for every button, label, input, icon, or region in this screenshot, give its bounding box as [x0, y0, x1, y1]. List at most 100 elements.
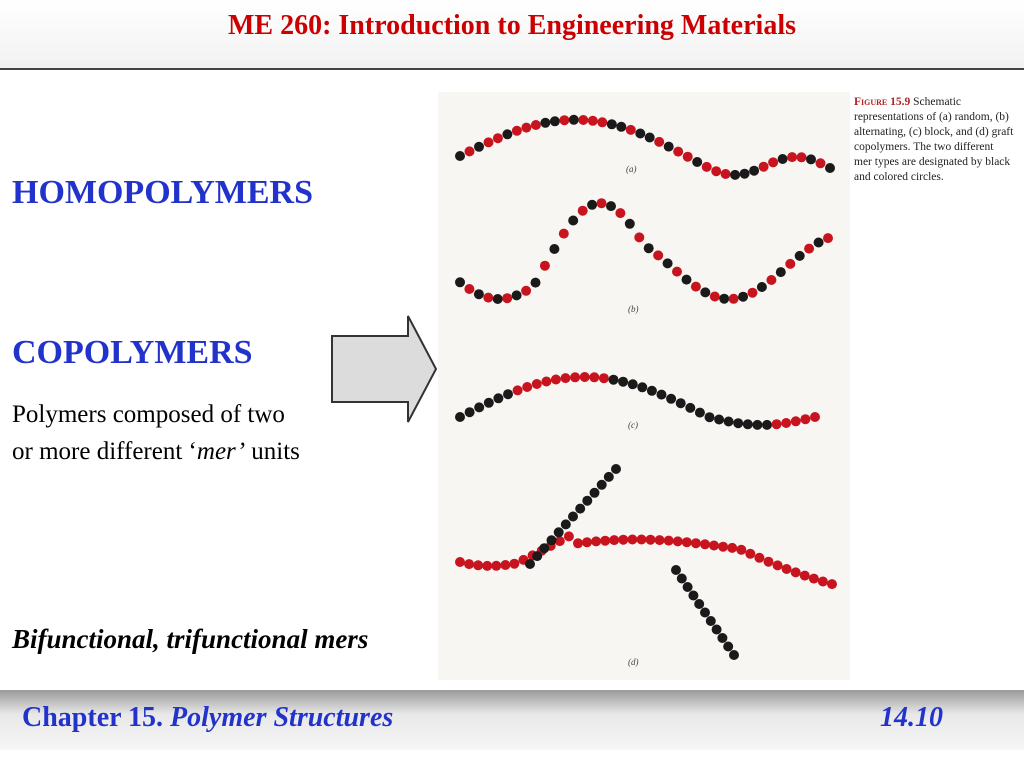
mer-bead	[749, 165, 760, 176]
footer-subject: Polymer Structures	[170, 702, 394, 733]
course-title: ME 260: Introduction to Engineering Mate…	[227, 10, 796, 41]
mer-bead	[730, 169, 741, 180]
mer-bead	[694, 407, 705, 418]
mer-bead	[739, 168, 750, 179]
mer-bead	[627, 379, 638, 390]
mer-bead	[727, 542, 738, 553]
mer-bead	[817, 576, 828, 587]
mer-bead	[493, 393, 504, 404]
mer-bead	[541, 376, 552, 387]
mer-bead	[711, 624, 722, 635]
mer-bead	[673, 146, 684, 157]
definition-line-2-pre: or more different ‘	[12, 438, 197, 465]
mer-bead	[482, 560, 493, 571]
mer-bead	[714, 414, 725, 425]
footer-chapter: Chapter 15. Polymer Structures	[22, 702, 393, 734]
mer-bead	[596, 198, 607, 209]
mer-bead	[512, 385, 523, 396]
mer-bead	[709, 540, 719, 551]
mer-bead	[587, 115, 598, 126]
mer-bead	[563, 531, 574, 542]
mer-bead	[502, 293, 513, 304]
mer-bead	[539, 260, 550, 271]
mer-bead	[591, 536, 602, 547]
mer-bead	[625, 124, 636, 135]
mer-bead	[464, 284, 475, 294]
mer-bead	[558, 228, 569, 239]
mer-bead	[690, 538, 701, 549]
mer-bead	[549, 244, 560, 254]
mer-bead	[575, 503, 586, 514]
mer-bead	[615, 208, 626, 219]
mer-bead	[521, 122, 532, 133]
mer-bead	[662, 258, 673, 269]
mer-bead	[483, 397, 494, 408]
mer-bead	[608, 374, 619, 385]
mer-bead	[672, 536, 683, 547]
mer-bead	[656, 389, 667, 400]
mer-bead	[522, 382, 533, 392]
mer-bead	[682, 151, 693, 162]
mer-bead	[560, 519, 571, 530]
homopolymers-heading: HOMOPOLYMERS	[12, 174, 313, 211]
mer-bead	[464, 559, 475, 570]
mer-bead	[616, 121, 627, 132]
mer-bead	[491, 560, 502, 571]
mer-bead	[692, 157, 703, 167]
page-number: 14.10	[880, 702, 943, 733]
mer-bead	[503, 389, 513, 400]
mer-bead	[618, 376, 629, 387]
mer-bead	[455, 151, 465, 161]
mer-bead	[813, 237, 824, 248]
mer-bead	[531, 379, 542, 389]
mer-bead	[483, 137, 494, 148]
mer-bead	[483, 292, 494, 303]
definition-line-1: Polymers composed of two	[12, 401, 285, 428]
mer-bead	[800, 414, 811, 425]
mer-bead	[799, 570, 810, 581]
mer-bead	[690, 281, 701, 292]
figure-sub-label-a: (a)	[626, 164, 637, 174]
mer-bead	[600, 535, 611, 546]
mer-bead	[560, 373, 571, 384]
mer-bead	[681, 274, 692, 285]
mer-bead	[790, 567, 801, 578]
mer-bead	[474, 402, 485, 413]
slide-footer: Chapter 15. Polymer Structures 14.10	[0, 690, 1024, 750]
copolymer-figure: (a) (b) (c) (d)	[438, 92, 850, 680]
mer-bead	[550, 374, 561, 385]
mer-bead	[768, 157, 779, 168]
mer-bead	[596, 479, 607, 490]
mer-bead	[525, 559, 535, 569]
mer-bead	[644, 132, 655, 143]
chain-d-graft-down	[671, 565, 739, 660]
copolymer-definition: Polymers composed of two or more differe…	[12, 396, 300, 470]
mer-bead	[573, 538, 583, 549]
mer-bead	[705, 616, 716, 626]
mer-bead	[539, 543, 550, 554]
figure-caption-text: Schematic representations of (a) random,…	[854, 96, 1014, 183]
mer-bead	[704, 412, 715, 423]
mer-bead	[474, 141, 484, 152]
mer-bead	[756, 282, 767, 292]
mer-bead	[700, 607, 710, 618]
mer-bead	[509, 558, 520, 569]
mer-bead	[666, 393, 677, 404]
mer-bead	[582, 495, 593, 506]
mer-bead	[568, 114, 579, 125]
chain-b-alternating	[455, 198, 833, 304]
mer-bead	[723, 641, 734, 652]
figure-sub-label-d: (d)	[628, 657, 639, 667]
mer-bead	[808, 573, 819, 584]
mer-bead	[796, 152, 807, 163]
mer-bead	[700, 539, 710, 550]
mer-bead	[701, 161, 712, 172]
mer-bead	[492, 294, 503, 304]
figure-sub-label-b: (b)	[628, 304, 639, 314]
mer-bead	[455, 412, 465, 422]
mer-bead	[815, 158, 826, 169]
mer-bead	[762, 419, 772, 430]
mer-bead	[806, 154, 816, 165]
mer-bead	[589, 372, 600, 383]
mer-bead	[598, 373, 609, 384]
